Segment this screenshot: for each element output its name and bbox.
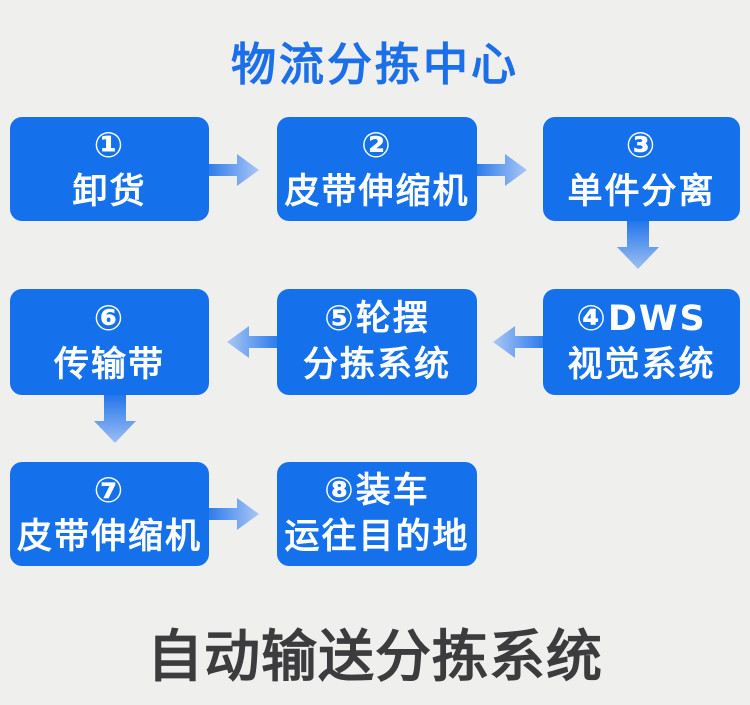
arrow-down-3-to-4 [617, 221, 659, 269]
flow-node-5-step: ⑤轮摆 [324, 298, 430, 339]
arrow-left-4-to-5 [493, 326, 543, 358]
arrow-down-6-to-7 [94, 395, 136, 443]
flow-node-1-unloading: ① 卸货 [10, 117, 209, 221]
flow-node-1-step: ① [93, 125, 126, 166]
flow-node-6-label: 传输带 [53, 345, 165, 385]
flow-node-6-step: ⑥ [93, 298, 126, 339]
arrow-right-7-to-8 [209, 498, 259, 530]
flow-node-7-label: 皮带伸缩机 [16, 517, 202, 557]
flow-node-8-label: 运往目的地 [284, 517, 470, 557]
flow-node-7-step: ⑦ [93, 470, 126, 511]
flow-node-8-step: ⑧装车 [324, 470, 430, 511]
arrow-right-1-to-2 [209, 154, 259, 186]
flow-node-3-step: ③ [625, 125, 658, 166]
diagram-caption: 自动输送分拣系统 [147, 625, 603, 690]
flow-node-5-label: 分拣系统 [302, 345, 451, 385]
flow-node-2-label: 皮带伸缩机 [284, 172, 470, 212]
flow-node-1-label: 卸货 [72, 172, 147, 212]
flow-node-4-dws-vision: ④DWS 视觉系统 [543, 289, 740, 395]
flow-node-5-wheel-sorter: ⑤轮摆 分拣系统 [277, 289, 477, 395]
flow-node-3-singulation: ③ 单件分离 [543, 117, 740, 221]
arrow-left-5-to-6 [227, 326, 277, 358]
flow-node-7-telescopic-belt: ⑦ 皮带伸缩机 [10, 462, 209, 566]
flow-node-8-load-truck: ⑧装车 运往目的地 [277, 462, 477, 566]
arrow-right-2-to-3 [477, 154, 527, 186]
flow-node-4-step: ④DWS [576, 298, 707, 339]
flow-node-2-telescopic-belt: ② 皮带伸缩机 [277, 117, 477, 221]
flow-node-4-label: 视觉系统 [567, 345, 716, 385]
flow-node-3-label: 单件分离 [567, 172, 716, 212]
flow-node-6-conveyor: ⑥ 传输带 [10, 289, 209, 395]
flow-node-2-step: ② [361, 125, 393, 166]
page-title: 物流分拣中心 [230, 38, 519, 91]
